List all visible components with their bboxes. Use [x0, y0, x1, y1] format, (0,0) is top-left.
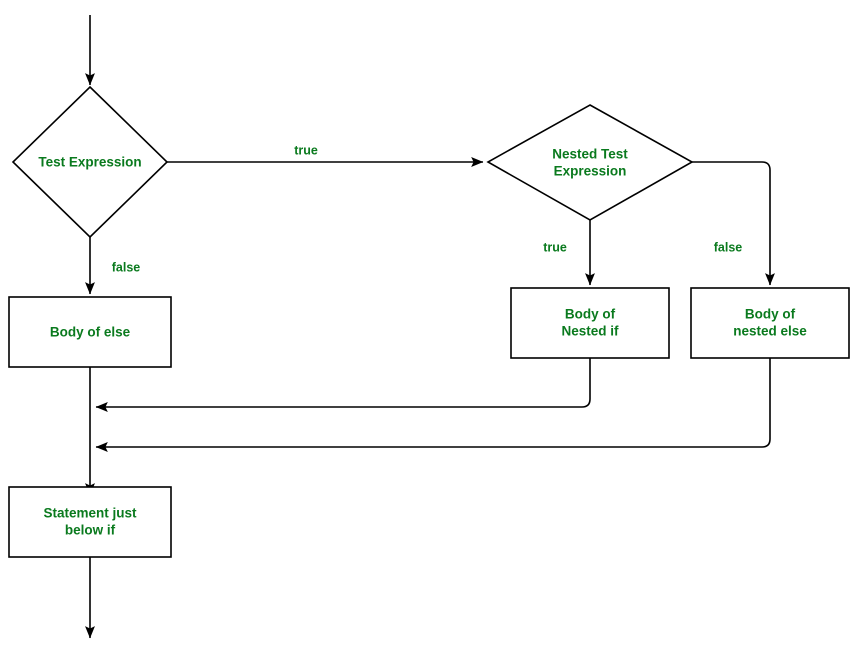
node-nested-test-expression-label-line2: Expression — [554, 164, 627, 179]
node-nested-test-expression-label-line1: Nested Test — [552, 147, 628, 162]
edge-label-test-true: true — [294, 143, 318, 157]
node-nested-test-expression[interactable] — [486, 104, 694, 221]
node-body-of-else-label: Body of else — [50, 325, 131, 340]
node-body-of-nested-if-label-line2: Nested if — [561, 324, 619, 339]
edge-nested-else-merge — [95, 358, 771, 452]
edge-label-nested-true: true — [543, 240, 567, 254]
node-test-expression[interactable] — [11, 85, 169, 239]
node-body-of-nested-if-label-line1: Body of — [565, 307, 616, 322]
node-body-of-nested-if[interactable] — [510, 287, 670, 359]
edge-nested-if-merge — [95, 358, 591, 412]
edge-label-test-false: false — [112, 260, 141, 274]
edge-label-nested-false: false — [714, 240, 743, 254]
node-statement-just-below-if[interactable] — [8, 486, 172, 558]
node-body-of-else[interactable] — [8, 296, 172, 368]
edge-nested-false — [692, 161, 775, 286]
node-test-expression-label: Test Expression — [38, 155, 141, 170]
node-body-of-nested-else-label-line2: nested else — [733, 324, 807, 339]
node-statement-just-below-if-label-line1: Statement just — [43, 506, 137, 521]
node-statement-just-below-if-label-line2: below if — [65, 523, 116, 538]
node-body-of-nested-else[interactable] — [690, 287, 850, 359]
node-body-of-nested-else-label-line1: Body of — [745, 307, 796, 322]
